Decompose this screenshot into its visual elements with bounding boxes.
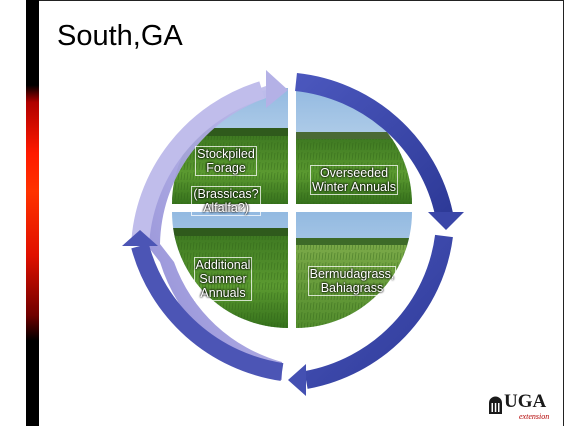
logo-text: UGA (504, 391, 547, 412)
label-top-right: Overseeded Winter Annuals (309, 165, 399, 195)
label-bottom-right: Bermudagrass, Bahiagrass (307, 266, 397, 296)
label-bottom-left: Additional Summer Annuals (193, 257, 253, 301)
uga-extension-logo: UGA extension (486, 389, 562, 425)
cycle-arrow-dark (288, 73, 464, 396)
slide-title: South,GA (57, 20, 183, 52)
label-top-left: Stockpiled Forage (Brassicas? Alfalfa?) (191, 146, 261, 216)
logo-subtext: extension (519, 412, 550, 421)
cycle-diagram (122, 70, 464, 396)
side-accent-bar (26, 0, 39, 426)
arch-icon (489, 396, 502, 414)
cycle-arrow-light (122, 70, 288, 381)
